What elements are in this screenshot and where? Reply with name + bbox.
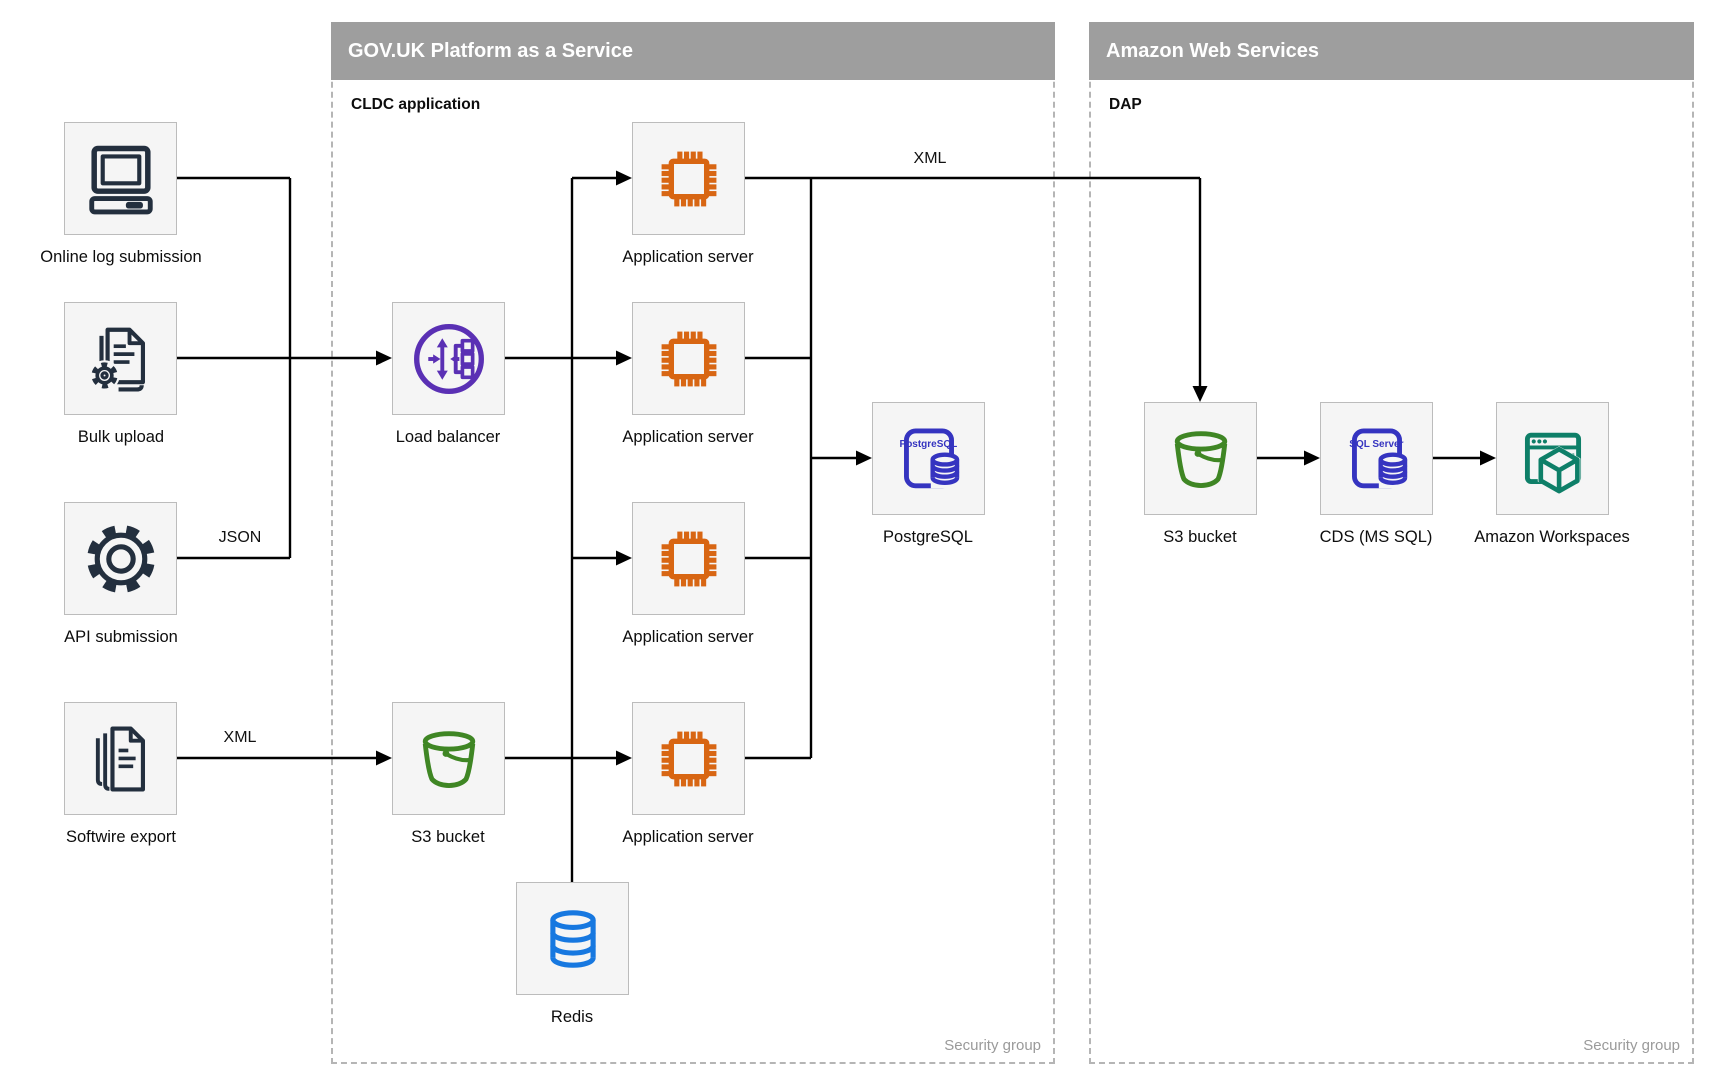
edge-label-json: JSON — [218, 529, 262, 546]
node-softwire-export — [64, 702, 177, 815]
node-amazon-workspaces — [1496, 402, 1609, 515]
container-govuk-paas-title: GOV.UK Platform as a Service — [348, 39, 633, 62]
container-govuk-paas-footer: Security group — [944, 1037, 1041, 1054]
document-stack-icon — [95, 725, 145, 792]
edge-label-xml-softwire: XML — [223, 729, 257, 746]
edge-xml-to-aws-s3 — [1192, 178, 1208, 402]
node-application-server-3 — [632, 502, 745, 615]
node-label-redis: Redis — [550, 1008, 594, 1026]
edge-bulk-upload-to-load-balancer — [176, 350, 392, 366]
edge-s3-to-cds — [1256, 450, 1320, 466]
node-application-server-2 — [632, 302, 745, 415]
chip-icon — [661, 731, 716, 786]
node-online-log-submission — [64, 122, 177, 235]
node-s3-bucket-aws — [1144, 402, 1257, 515]
node-s3-bucket-govuk — [392, 702, 505, 815]
node-load-balancer — [392, 302, 505, 415]
node-label-application-server-4: Application server — [622, 828, 754, 846]
container-aws-header: Amazon Web Services — [1089, 22, 1694, 80]
s3-bucket-icon — [1174, 430, 1227, 488]
database-cylinder-icon — [549, 909, 596, 968]
sql-server-icon-text: SQL Server — [1349, 438, 1403, 449]
edge-online-log-merge — [176, 176, 292, 558]
node-redis — [516, 882, 629, 995]
container-govuk-paas: GOV.UK Platform as a Service CLDC applic… — [331, 22, 1055, 1064]
edge-to-postgresql — [811, 450, 872, 466]
node-label-softwire-export: Softwire export — [65, 828, 177, 846]
edge-softwire-to-s3 — [176, 750, 392, 766]
container-govuk-paas-header: GOV.UK Platform as a Service — [331, 22, 1055, 80]
container-govuk-paas-subtitle: CLDC application — [351, 96, 481, 113]
edge-cds-to-workspaces — [1432, 450, 1496, 466]
postgresql-database-icon: PostgreSQL — [899, 428, 959, 488]
container-aws-title: Amazon Web Services — [1106, 39, 1320, 62]
chip-icon — [661, 531, 716, 586]
node-label-amazon-workspaces: Amazon Workspaces — [1474, 528, 1630, 546]
node-application-server-1 — [632, 122, 745, 235]
s3-bucket-icon — [422, 730, 475, 788]
desktop-computer-icon — [88, 145, 153, 214]
chip-icon — [661, 331, 716, 386]
container-aws-footer: Security group — [1583, 1037, 1680, 1054]
node-label-online-log: Online log submission — [40, 248, 202, 266]
edge-s3-to-app4 — [504, 750, 632, 766]
node-label-bulk-upload: Bulk upload — [77, 428, 165, 446]
load-balancer-icon — [413, 323, 484, 394]
node-cds-mssql: SQL Server — [1320, 402, 1433, 515]
postgresql-icon-text: PostgreSQL — [899, 438, 957, 449]
node-label-s3-bucket-govuk: S3 bucket — [411, 828, 485, 846]
node-label-application-server-3: Application server — [622, 628, 754, 646]
workspaces-browser-cube-icon — [1524, 432, 1581, 494]
container-aws: Amazon Web Services DAP Security group — [1089, 22, 1694, 1064]
edge-load-balancer-trunk — [504, 170, 632, 882]
node-label-s3-bucket-aws: S3 bucket — [1163, 528, 1237, 546]
node-application-server-4 — [632, 702, 745, 815]
sql-server-database-icon: SQL Server — [1349, 428, 1407, 488]
gear-icon — [86, 524, 155, 593]
node-label-load-balancer: Load balancer — [395, 428, 501, 446]
node-api-submission — [64, 502, 177, 615]
node-label-application-server-2: Application server — [622, 428, 754, 446]
node-label-postgresql: PostgreSQL — [883, 528, 973, 546]
node-label-cds-mssql: CDS (MS SQL) — [1319, 528, 1433, 546]
edge-appservers-collector — [744, 176, 1200, 760]
edge-label-xml-top: XML — [913, 150, 947, 167]
node-label-api-submission: API submission — [64, 628, 178, 646]
container-aws-subtitle: DAP — [1109, 96, 1142, 113]
node-postgresql: PostgreSQL — [872, 402, 985, 515]
document-gear-icon — [88, 327, 145, 392]
node-bulk-upload — [64, 302, 177, 415]
chip-icon — [661, 151, 716, 206]
node-label-application-server-1: Application server — [622, 248, 754, 266]
